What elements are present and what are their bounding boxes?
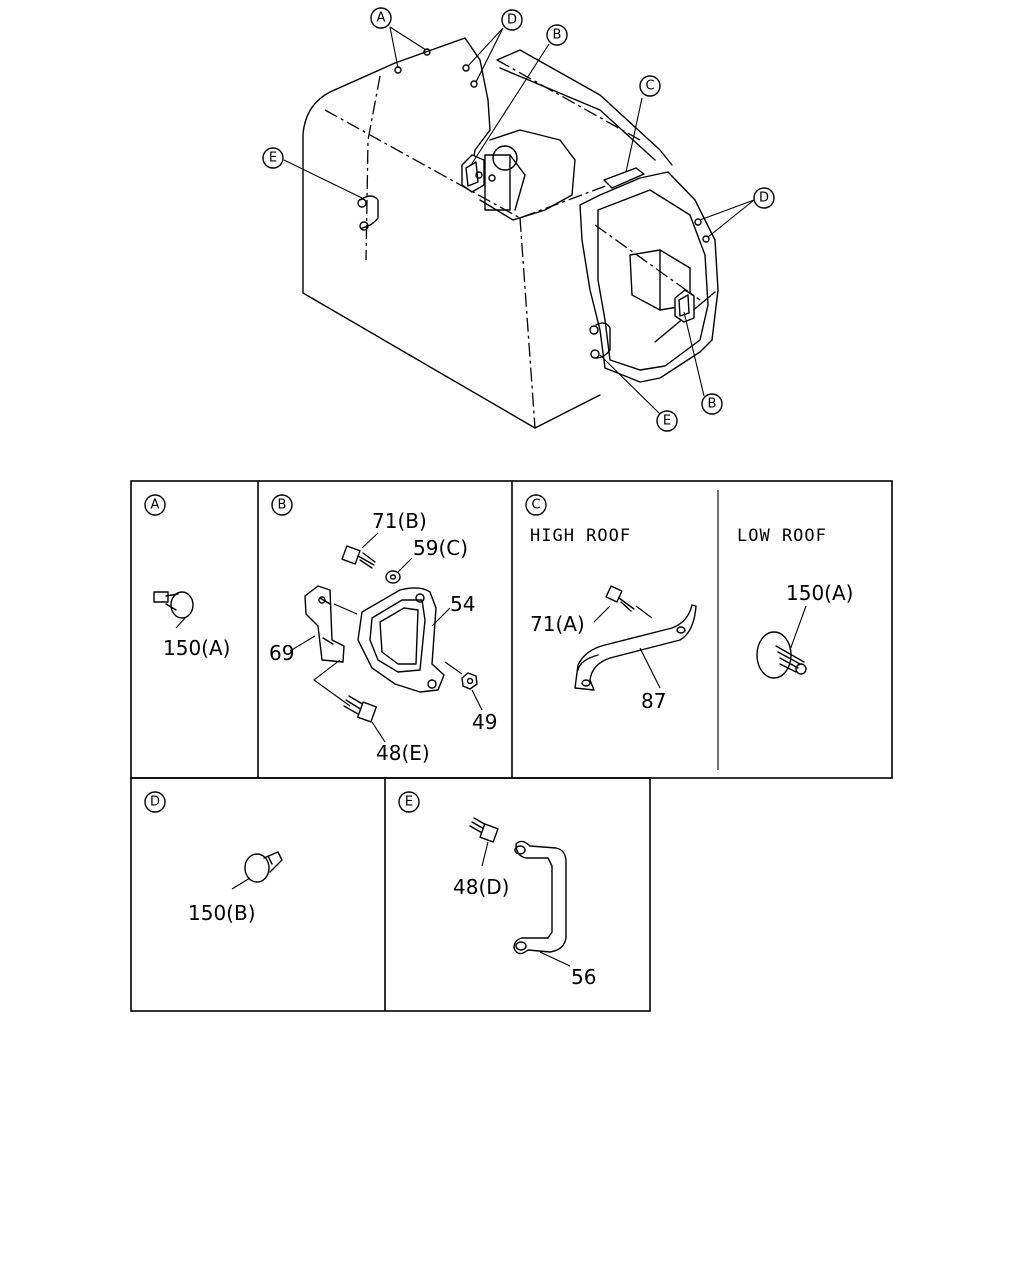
panel-b: B 71(B) 59(C) 69 <box>269 494 497 765</box>
label-56: 56 <box>571 965 596 989</box>
grab-handle-87-part <box>574 604 697 691</box>
clip-150a-low-part <box>756 631 807 679</box>
label-59c: 59(C) <box>413 536 468 560</box>
panel-d: D 150(B) <box>144 791 283 925</box>
label-48d: 48(D) <box>453 875 509 899</box>
callout-e-bottom: E <box>656 410 678 432</box>
screw-71a-part <box>605 585 635 612</box>
callout-a-label: A <box>377 11 386 26</box>
label-69: 69 <box>269 641 294 665</box>
cab-overview: A D B C D E B E <box>262 7 775 432</box>
washer-59c-part <box>385 570 401 584</box>
callout-e-label: E <box>269 151 277 166</box>
label-87: 87 <box>641 689 666 713</box>
low-roof-heading: LOW ROOF <box>737 526 827 546</box>
callout-d-top: D <box>501 9 523 31</box>
callout-a-top: A <box>370 7 392 29</box>
bolt-71b-part <box>341 545 376 569</box>
panel-e: E 48(D) 56 <box>398 791 596 989</box>
label-71b: 71(B) <box>372 509 427 533</box>
nut-49-part <box>461 672 478 690</box>
callout-c-top: C <box>639 75 661 97</box>
callout-d-right: D <box>753 187 775 209</box>
plate-54-part <box>357 587 445 693</box>
callout-b-bottom: B <box>701 393 723 415</box>
label-54: 54 <box>450 592 475 616</box>
label-49: 49 <box>472 710 497 734</box>
high-roof-heading: HIGH ROOF <box>530 526 631 546</box>
clip-150a-part <box>153 591 194 619</box>
label-48e: 48(E) <box>376 741 430 765</box>
callout-b-label: B <box>708 397 717 412</box>
detail-panels <box>130 480 893 1012</box>
panel-e-letter: E <box>405 795 413 810</box>
panel-a-letter: A <box>151 498 160 513</box>
label-71a: 71(A) <box>530 612 585 636</box>
panel-a: A 150(A) <box>144 494 230 660</box>
callout-b-top: B <box>546 24 568 46</box>
panel-b-letter: B <box>278 498 287 513</box>
bolt-48d-part <box>469 817 499 843</box>
panel-c-letter: C <box>531 498 540 513</box>
callout-d-label: D <box>759 191 769 206</box>
label-150a-low: 150(A) <box>786 581 853 605</box>
grab-handle-56-part <box>513 840 567 955</box>
label-150b: 150(B) <box>188 901 256 925</box>
callout-d-label: D <box>507 13 517 28</box>
panel-c: C HIGH ROOF LOW ROOF 71(A) 87 150(A) <box>525 494 853 713</box>
callout-e-left: E <box>262 147 284 169</box>
label-150a: 150(A) <box>163 636 230 660</box>
bolt-48e-part <box>343 695 378 723</box>
callout-e-label: E <box>663 414 671 429</box>
callout-b-label: B <box>553 28 562 43</box>
panel-d-letter: D <box>150 795 160 810</box>
clip-150b-part <box>244 851 283 883</box>
callout-c-label: C <box>645 79 654 94</box>
bracket-69-part <box>304 585 345 663</box>
